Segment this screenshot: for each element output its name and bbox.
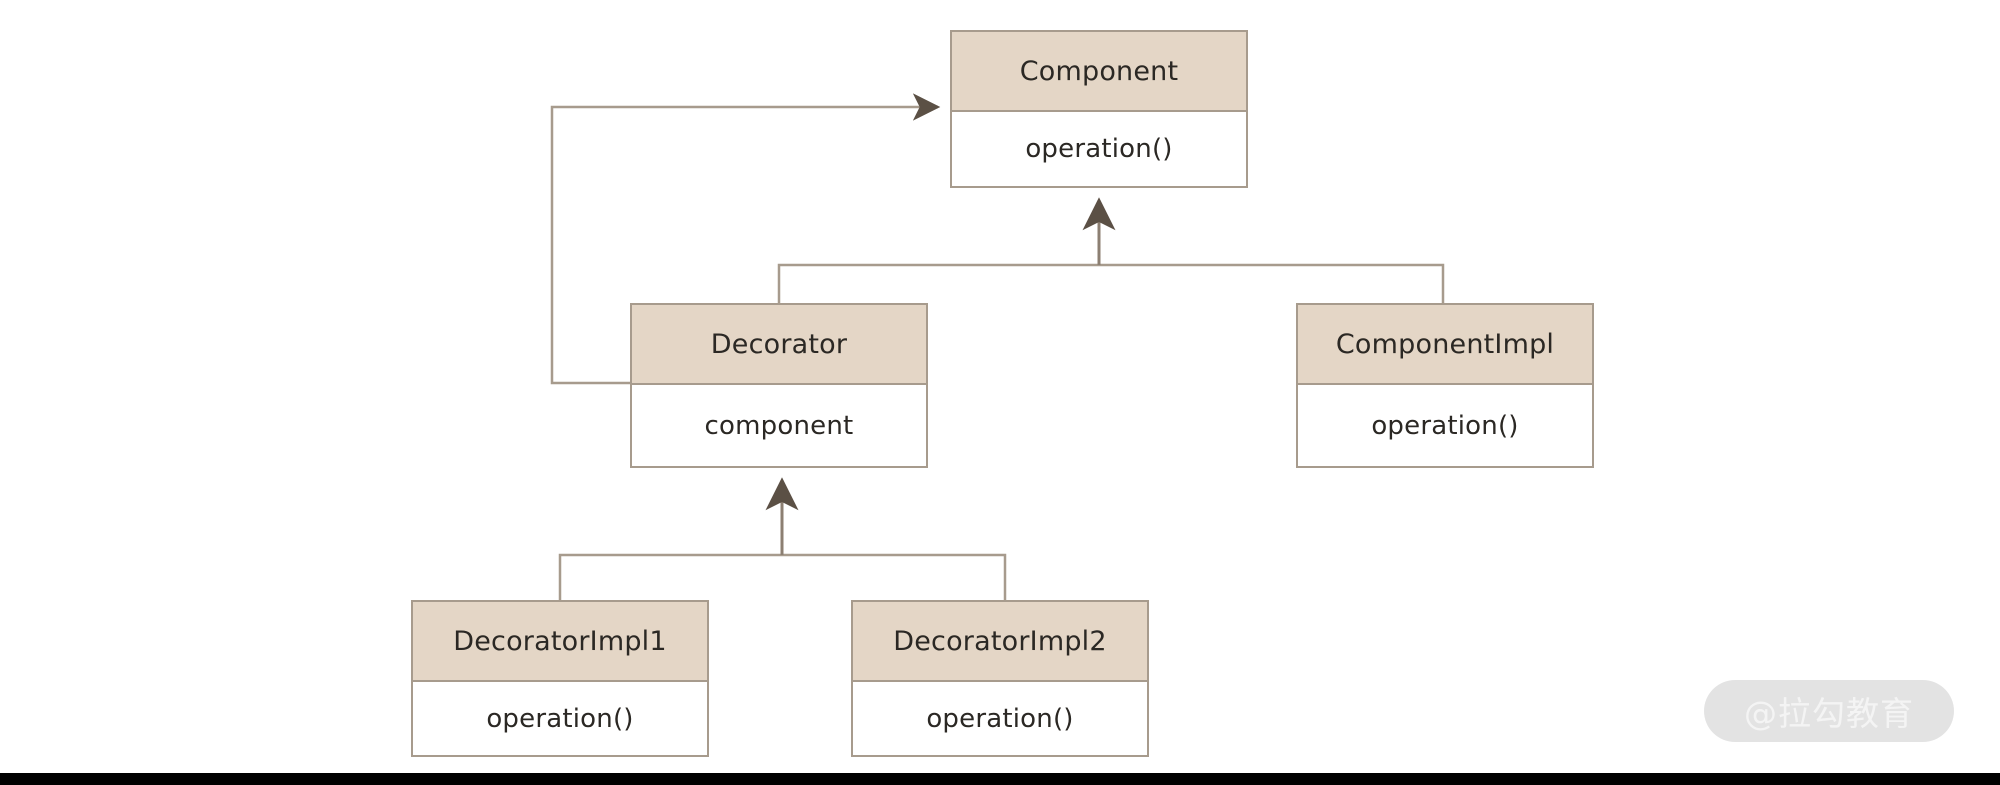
uml-class-component-name: Component	[952, 32, 1246, 112]
uml-class-componentimpl-name: ComponentImpl	[1298, 305, 1592, 385]
watermark-text: @拉勾教育	[1744, 694, 1914, 733]
uml-class-component[interactable]: Component operation()	[950, 30, 1248, 188]
uml-class-decoratorimpl2-name: DecoratorImpl2	[853, 602, 1147, 682]
uml-class-decorator-member-component: component	[632, 385, 926, 466]
uml-class-decoratorimpl2-member-operation: operation()	[853, 682, 1147, 755]
uml-class-decoratorimpl2[interactable]: DecoratorImpl2 operation()	[851, 600, 1149, 757]
uml-class-decoratorimpl1[interactable]: DecoratorImpl1 operation()	[411, 600, 709, 757]
generalization-to-decorator	[558, 477, 1007, 600]
bottom-letterbox-bar	[0, 773, 2000, 785]
uml-class-decorator[interactable]: Decorator component	[630, 303, 928, 468]
uml-class-componentimpl-member-operation: operation()	[1298, 385, 1592, 466]
association-decorator-component	[550, 93, 941, 385]
uml-class-decoratorimpl1-member-operation: operation()	[413, 682, 707, 755]
uml-class-component-member-operation: operation()	[952, 112, 1246, 186]
uml-class-decorator-name: Decorator	[632, 305, 926, 385]
uml-class-decoratorimpl1-name: DecoratorImpl1	[413, 602, 707, 682]
uml-class-componentimpl[interactable]: ComponentImpl operation()	[1296, 303, 1594, 468]
generalization-to-component	[777, 197, 1445, 303]
watermark-badge: @拉勾教育	[1704, 680, 1954, 742]
